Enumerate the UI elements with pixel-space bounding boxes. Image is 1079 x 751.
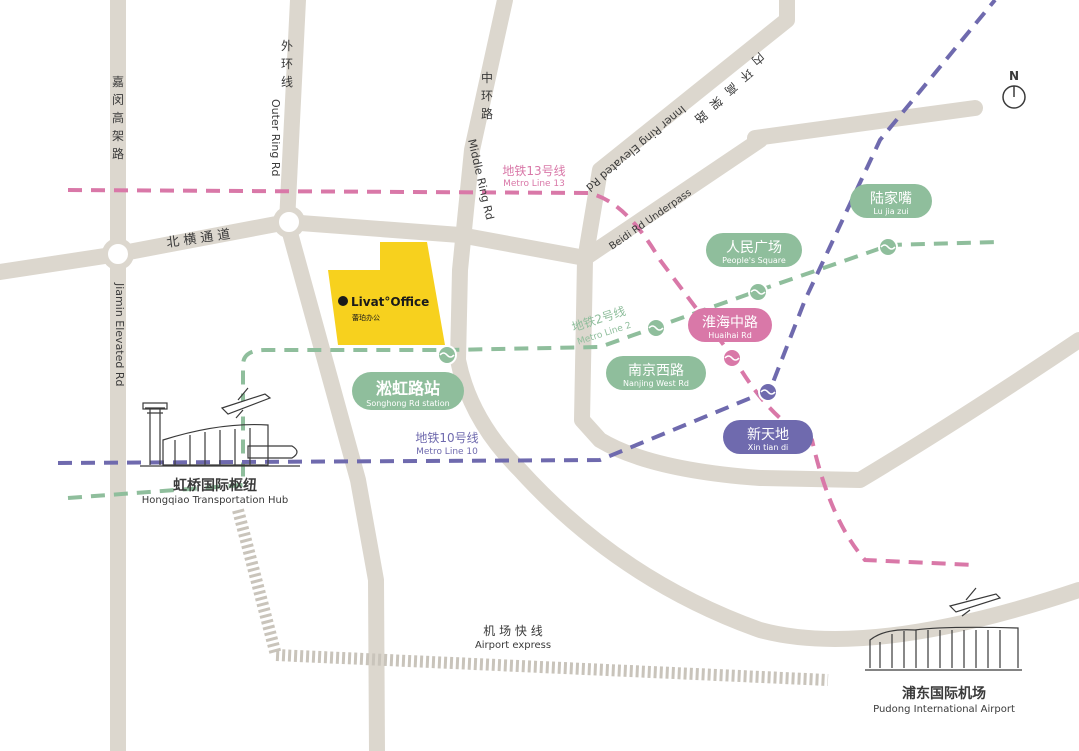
roundabout-outer xyxy=(273,206,305,238)
outer-ring-en: Outer Ring Rd xyxy=(269,99,282,177)
airport-express-line xyxy=(232,508,829,686)
metro-station-icon[interactable] xyxy=(748,282,768,302)
inner-east-road xyxy=(747,100,983,146)
metro-station-icon[interactable] xyxy=(878,237,898,257)
svg-text:陆家嘴: 陆家嘴 xyxy=(870,190,912,207)
hongqiao-hub-cn: 虹桥国际枢纽 xyxy=(173,477,257,494)
beiheng-road-cn: 北 横 通 道 xyxy=(165,227,231,251)
middle-ring-cn: 中环路 xyxy=(481,70,493,121)
svg-text:南京西路: 南京西路 xyxy=(628,363,684,379)
pudong-airport-cn: 浦东国际机场 xyxy=(902,685,986,702)
livat-office[interactable]: Livat°Office 蕾珀办公 xyxy=(328,242,445,345)
svg-text:环: 环 xyxy=(737,66,755,84)
svg-text:架: 架 xyxy=(707,94,725,112)
metro-line-13-path xyxy=(67,188,976,567)
metro-station-icon[interactable] xyxy=(758,382,778,402)
svg-text:Huaihai Rd: Huaihai Rd xyxy=(708,331,752,340)
jiamin-road-en: Jiamin Elevated Rd xyxy=(113,282,126,387)
svg-text:Songhong Rd station: Songhong Rd station xyxy=(366,399,450,408)
airport-express-cn: 机 场 快 线 xyxy=(483,624,542,638)
svg-text:人民广场: 人民广场 xyxy=(726,240,782,256)
metro-line-2-path xyxy=(67,240,999,500)
line10-label-cn: 地铁10号线 xyxy=(415,431,478,445)
office-name-cn: 蕾珀办公 xyxy=(352,313,380,322)
livat-logo-icon xyxy=(338,296,348,306)
svg-text:路: 路 xyxy=(692,108,711,127)
line13-label-en: Metro Line 13 xyxy=(503,179,565,189)
metro-station-icon[interactable] xyxy=(437,345,457,365)
svg-text:People's Square: People's Square xyxy=(722,256,786,265)
station-huaihai[interactable]: 淮海中路 Huaihai Rd xyxy=(688,308,772,342)
hongqiao-hub[interactable]: 虹桥国际枢纽 Hongqiao Transportation Hub xyxy=(140,387,300,506)
outer-ring-road xyxy=(279,0,385,751)
station-labels: 淞虹路站 Songhong Rd station 南京西路 Nanjing We… xyxy=(352,184,932,454)
pudong-airport[interactable]: 浦东国际机场 Pudong International Airport xyxy=(865,587,1022,715)
hongqiao-hub-en: Hongqiao Transportation Hub xyxy=(142,495,288,506)
airport-express-en: Airport express xyxy=(475,640,551,651)
svg-text:新天地: 新天地 xyxy=(747,427,789,443)
line10-label-en: Metro Line 10 xyxy=(416,447,478,457)
metro-station-icon[interactable] xyxy=(646,318,666,338)
svg-text:高: 高 xyxy=(722,80,741,99)
compass-label: N xyxy=(1009,69,1019,83)
outer-ring-cn: 外环线 xyxy=(281,39,293,89)
station-songhong[interactable]: 淞虹路站 Songhong Rd station xyxy=(352,372,464,410)
svg-text:Lu jia zui: Lu jia zui xyxy=(873,207,908,216)
hongqiao-hub-icon xyxy=(140,387,300,467)
station-xintiandi[interactable]: 新天地 Xin tian di xyxy=(723,420,813,454)
station-lujiazui[interactable]: 陆家嘴 Lu jia zui xyxy=(850,184,932,218)
svg-text:淞虹路站: 淞虹路站 xyxy=(376,379,440,398)
station-markers xyxy=(437,237,898,402)
inner-ring-en: Inner Ring Elevated Rd xyxy=(583,103,688,194)
metro-station-icon[interactable] xyxy=(722,348,742,368)
roundabout-jiamin xyxy=(102,238,134,270)
north-compass: N xyxy=(1002,69,1026,109)
pudong-airport-en: Pudong International Airport xyxy=(873,704,1015,715)
station-peoples-square[interactable]: 人民广场 People's Square xyxy=(706,233,802,267)
inner-ring-road xyxy=(574,0,1079,488)
office-block xyxy=(328,242,445,345)
station-nanjing-west[interactable]: 南京西路 Nanjing West Rd xyxy=(606,356,706,390)
svg-text:Xin tian di: Xin tian di xyxy=(748,443,789,452)
line13-label-cn: 地铁13号线 xyxy=(502,164,565,178)
svg-text:Nanjing West Rd: Nanjing West Rd xyxy=(623,379,689,388)
airport-express-label: 机 场 快 线 Airport express xyxy=(475,624,551,651)
jiamin-road-cn: 嘉闵高架路 xyxy=(112,75,124,161)
metro-lines xyxy=(57,0,999,567)
svg-text:淮海中路: 淮海中路 xyxy=(702,315,758,331)
pudong-airport-icon xyxy=(865,587,1022,671)
beidi-road-underpass xyxy=(577,132,768,266)
middle-ring-road xyxy=(450,0,1079,647)
office-name: Livat°Office xyxy=(351,295,429,309)
